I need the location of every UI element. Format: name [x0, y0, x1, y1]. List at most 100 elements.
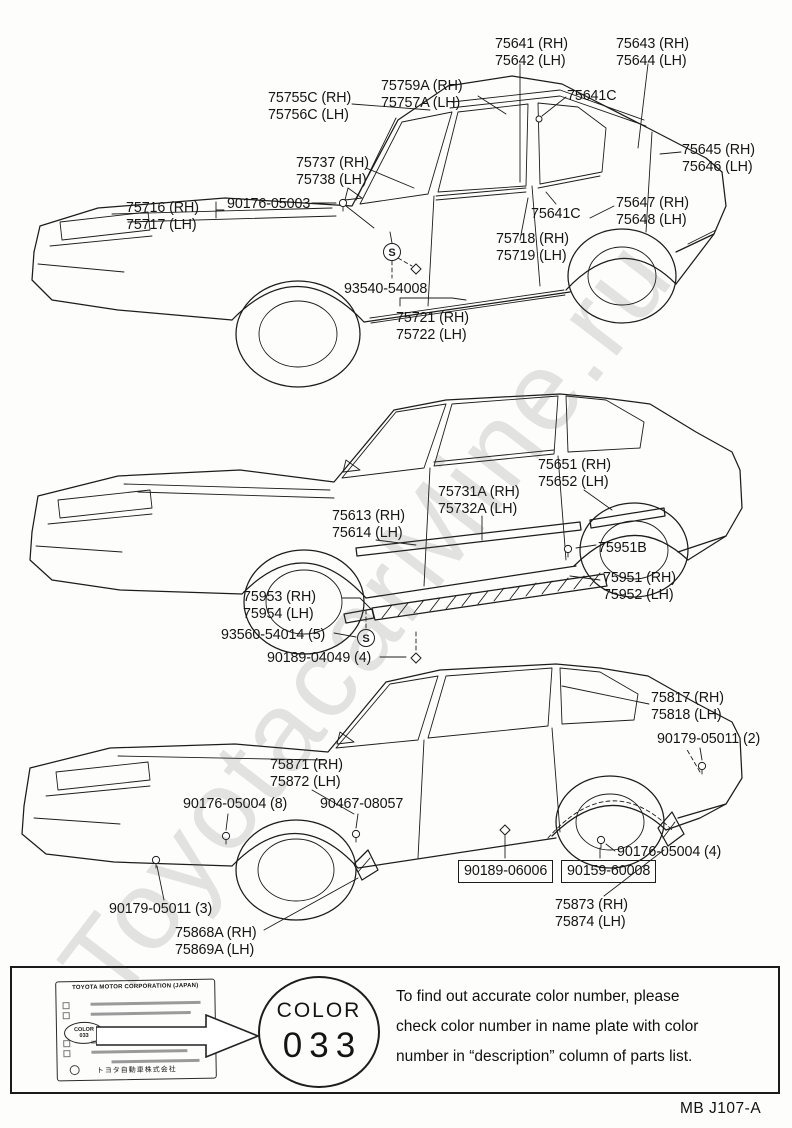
note-line: number in “description” column of parts …: [396, 1048, 693, 1066]
label-90189-04049: 90189-04049 (4): [267, 650, 372, 666]
label-75759a: 75759A (RH) 75757A (LH): [381, 78, 463, 111]
svg-text:S: S: [388, 247, 395, 259]
label-90159-60008: 90159-60008: [561, 860, 657, 883]
label-93540-54008: 93540-54008: [344, 281, 428, 297]
note-line: check color number in name plate with co…: [396, 1018, 699, 1036]
color-number-circle: COLOR 033: [258, 976, 380, 1088]
name-plate-field-box: [62, 1002, 70, 1010]
leader-lines: [156, 63, 703, 931]
circled-s-icon: S: [357, 629, 375, 647]
rocker-front-piece: [343, 608, 375, 624]
front-mudguard: [353, 849, 379, 881]
page-code: MB J107-A: [680, 1100, 762, 1117]
headlamp: [57, 489, 153, 519]
quarter-molding: [589, 507, 666, 529]
label-75737: 75737 (RH) 75738 (LH): [296, 155, 369, 188]
label-75647: 75647 (RH) 75648 (LH): [616, 195, 689, 228]
screw-icon: [221, 831, 231, 845]
name-plate-field-box: [62, 1012, 70, 1020]
label-75953: 75953 (RH) 75954 (LH): [243, 589, 316, 622]
label-75721: 75721 (RH) 75722 (LH): [396, 310, 469, 343]
belt-molding: [435, 187, 527, 197]
name-plate-field-box: [63, 1040, 71, 1048]
label-75645: 75645 (RH) 75646 (LH): [682, 142, 755, 175]
rocker-panel: [371, 572, 608, 621]
door-window: [437, 103, 529, 193]
mirror: [344, 187, 363, 201]
label-75731a: 75731A (RH) 75732A (LH): [438, 484, 520, 517]
mirror: [336, 731, 355, 745]
diagram-artwork: S S: [21, 63, 743, 931]
screw-icon: [338, 198, 348, 212]
color-number: 033: [282, 1025, 363, 1065]
screw-icon: [351, 829, 361, 843]
note-line: To find out accurate color number, pleas…: [396, 988, 680, 1005]
label-90467-08057: 90467-08057: [320, 796, 404, 812]
label-90179-05011-3: 90179-05011 (3): [109, 901, 213, 917]
clip-icon: [410, 652, 422, 664]
clip-icon: [535, 115, 543, 123]
roof-drip-molding: [449, 95, 647, 127]
door-window: [433, 395, 559, 467]
windshield-molding: [355, 117, 397, 201]
fastener-symbols: S S: [151, 115, 707, 869]
screw-icon: [596, 835, 606, 849]
door-seam: [417, 739, 425, 859]
label-75951b: 75951B: [598, 540, 647, 556]
circled-s-icon: S: [383, 243, 401, 261]
label-75718: 75718 (RH) 75719 (LH): [496, 231, 569, 264]
name-plate-field-box: [63, 1050, 71, 1058]
label-75613: 75613 (RH) 75614 (LH): [332, 508, 405, 541]
label-75651: 75651 (RH) 75652 (LH): [538, 457, 611, 490]
windshield: [359, 111, 453, 205]
label-90176-05003: 90176-05003: [227, 196, 311, 212]
callout-arrow-icon: [96, 1014, 261, 1058]
svg-text:S: S: [362, 633, 369, 645]
rear-wheel: [567, 228, 677, 324]
rocker-molding: [369, 289, 565, 319]
label-75868a: 75868A (RH) 75869A (LH): [175, 925, 257, 958]
label-90176-05004-8: 90176-05004 (8): [183, 796, 288, 812]
quarter-window: [565, 395, 645, 453]
label-75641c-b: 75641C: [531, 206, 581, 222]
quarter-window: [559, 667, 639, 725]
color-word: COLOR: [276, 998, 362, 1022]
label-75641c-a: 75641C: [567, 88, 617, 104]
quarter-window: [537, 102, 607, 185]
windshield: [341, 403, 447, 479]
screw-icon: [151, 855, 161, 869]
name-plate-field-row: [111, 1058, 200, 1064]
door-window: [427, 667, 553, 739]
door-seam: [427, 195, 435, 307]
label-75871: 75871 (RH) 75872 (LH): [270, 757, 343, 790]
front-wheel: [235, 819, 357, 921]
wheel-arch-dashed: [547, 800, 673, 839]
label-93560-54014: 93560-54014 (5): [221, 627, 326, 643]
label-75641: 75641 (RH) 75642 (LH): [495, 36, 568, 69]
clip-icon: [410, 263, 422, 275]
headlamp: [59, 211, 151, 241]
name-plate-maker: TOYOTA MOTOR CORPORATION (JAPAN): [72, 982, 199, 992]
side-protection-molding: [355, 521, 582, 557]
screw-icon: [697, 761, 707, 775]
label-90189-06006: 90189-06006: [458, 860, 554, 883]
front-wheel: [235, 280, 361, 388]
car-diagram-top: [31, 75, 727, 388]
color-legend-box: TOYOTA MOTOR CORPORATION (JAPAN) COLOR 0…: [10, 966, 780, 1094]
label-75755c: 75755C (RH) 75756C (LH): [268, 90, 352, 123]
name-plate-field-row: [90, 1000, 201, 1006]
car-diagram-bottom: [21, 663, 743, 921]
label-75643: 75643 (RH) 75644 (LH): [616, 36, 689, 69]
label-75817: 75817 (RH) 75818 (LH): [651, 690, 724, 723]
name-plate-footer: トヨタ自動車株式会社: [96, 1066, 177, 1075]
label-75951: 75951 (RH) 75952 (LH): [603, 570, 676, 603]
label-90176-05004-4: 90176-05004 (4): [617, 844, 722, 860]
headlamp: [55, 761, 151, 791]
label-75873: 75873 (RH) 75874 (LH): [555, 897, 628, 930]
label-75716: 75716 (RH) 75717 (LH): [126, 200, 199, 233]
windshield: [335, 675, 439, 749]
clip-icon: [499, 824, 511, 836]
label-90179-05011-2: 90179-05011 (2): [657, 731, 761, 747]
belt-molding: [433, 449, 555, 463]
